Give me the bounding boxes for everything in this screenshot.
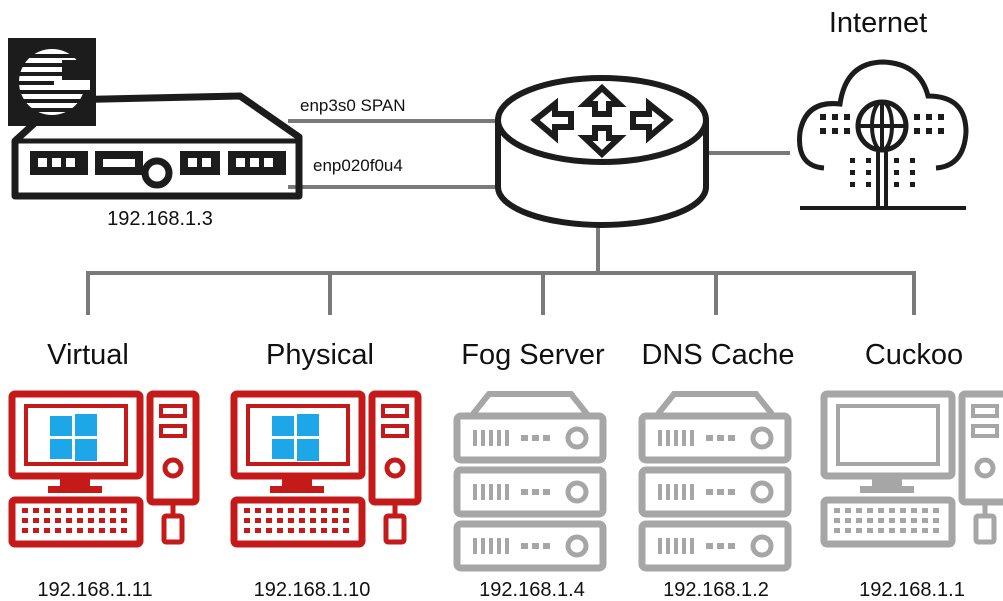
windows-logo-icon <box>272 414 319 461</box>
internet-node[interactable]: Internet <box>797 7 969 210</box>
node-label-physical: Physical <box>266 339 374 371</box>
workstation-icon-virtual[interactable] <box>8 390 200 548</box>
appliance-bay <box>180 151 220 175</box>
router-icon[interactable] <box>495 75 709 228</box>
node-ip-cuckoo: 192.168.1.1 <box>859 579 965 601</box>
workstation-icon-cuckoo[interactable] <box>820 390 1003 548</box>
workstation-icon-physical[interactable] <box>230 390 422 548</box>
interface-mgmt-label: enp020f0u4 <box>313 156 403 175</box>
interface-span-label: enp3s0 SPAN <box>300 96 406 115</box>
cloud-globe-icon <box>797 59 969 210</box>
server-icon-fog-server[interactable] <box>453 391 607 572</box>
node-label-cuckoo: Cuckoo <box>865 339 963 371</box>
internet-label: Internet <box>829 7 927 39</box>
windows-logo-icon <box>50 414 97 461</box>
appliance-ip: 192.168.1.3 <box>107 208 213 230</box>
network-links <box>86 119 916 315</box>
server-icon-dns-cache[interactable] <box>638 391 792 572</box>
sensor-appliance[interactable]: 192.168.1.3 enp3s0 SPAN enp020f0u4 <box>8 38 406 230</box>
power-button-icon <box>141 157 173 189</box>
node-label-fog-server: Fog Server <box>461 339 605 371</box>
node-labels: Virtual Physical Fog Server DNS Cache Cu… <box>37 339 964 601</box>
node-ip-dns-cache: 192.168.1.2 <box>663 579 769 601</box>
node-label-virtual: Virtual <box>47 339 129 371</box>
node-ip-physical: 192.168.1.10 <box>254 579 371 601</box>
node-ip-fog-server: 192.168.1.4 <box>479 579 585 601</box>
node-icons <box>8 390 1003 572</box>
g-logo-icon <box>8 38 96 126</box>
node-ip-virtual: 192.168.1.11 <box>37 579 152 601</box>
node-label-dns-cache: DNS Cache <box>641 339 794 371</box>
